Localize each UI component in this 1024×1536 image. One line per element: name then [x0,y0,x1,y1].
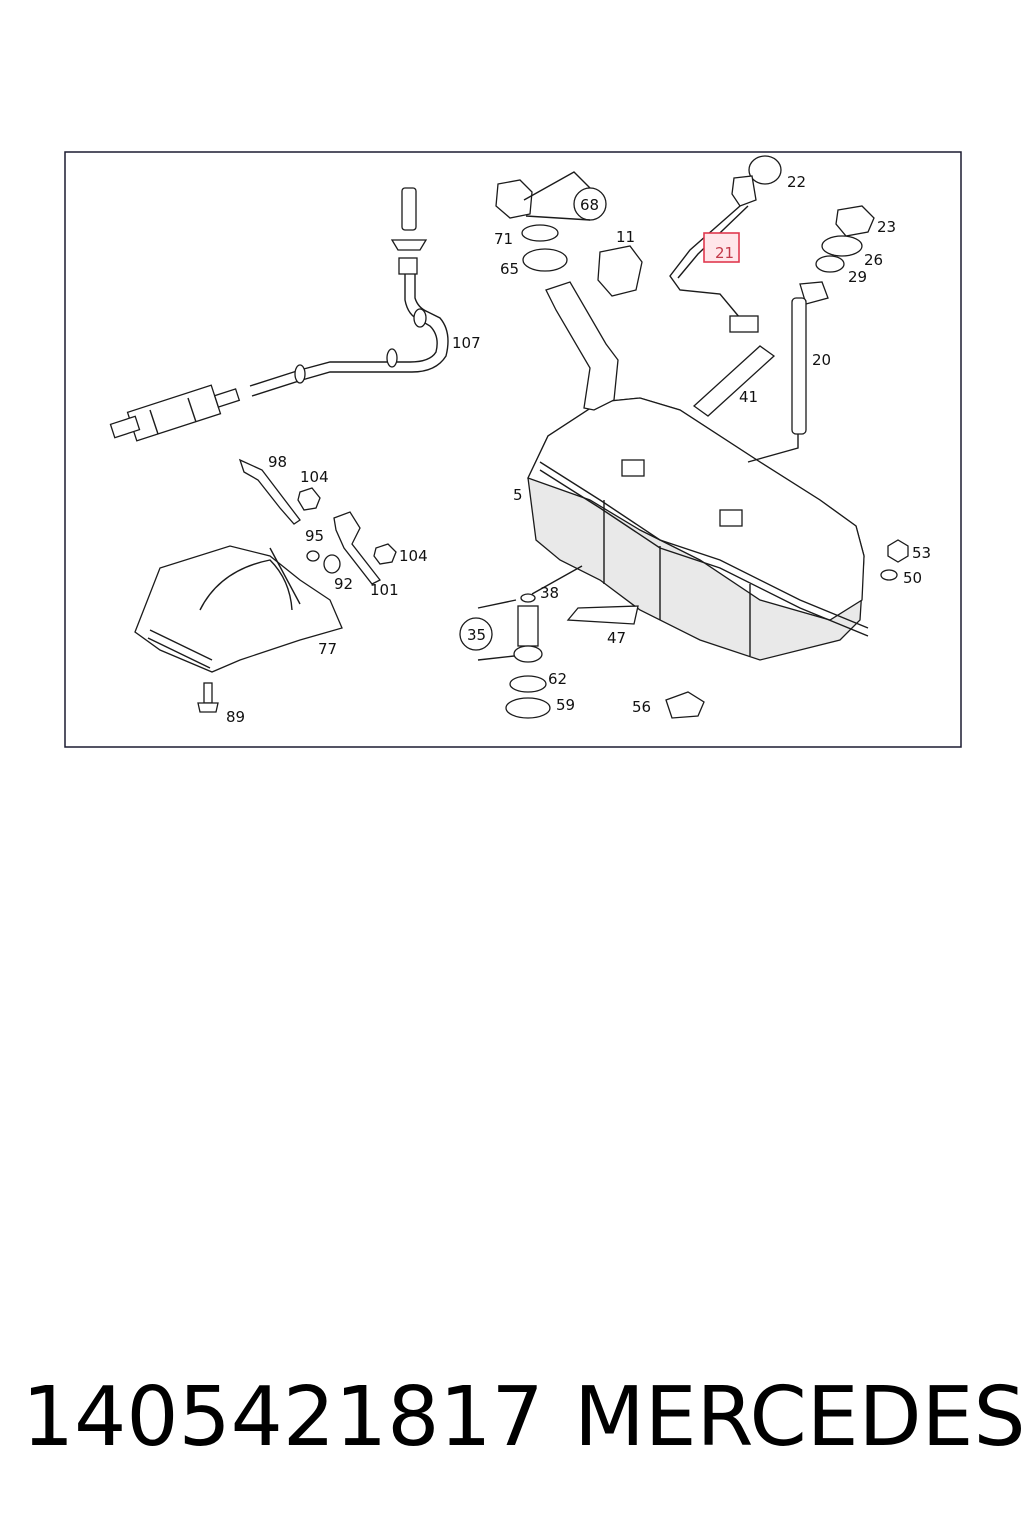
callout-21[interactable]: 21 [715,244,734,262]
callout-104-top: 104 [300,468,329,486]
filler-parts [495,171,643,297]
callout-23: 23 [877,218,896,236]
callout-20: 20 [812,351,831,369]
callout-107: 107 [452,334,481,352]
bracket-group [238,458,397,585]
brand-name: MERCEDES [574,1370,1024,1465]
callout-62: 62 [548,670,567,688]
callout-98: 98 [268,453,287,471]
pad-47 [566,605,639,625]
drain-parts [459,565,705,719]
heat-shield [134,545,343,673]
sender-unit-21 [669,155,782,333]
callout-50: 50 [903,569,922,587]
nut-parts [880,539,909,581]
callout-5: 5 [513,486,523,504]
fuel-line-assembly [109,187,449,442]
pump-parts [747,205,875,463]
callout-101: 101 [370,581,399,599]
callout-53: 53 [912,544,931,562]
callout-35: 35 [467,626,486,644]
callout-65: 65 [500,260,519,278]
part-number: 1405421817 [22,1370,544,1465]
callout-11: 11 [616,228,635,246]
fuel-tank [527,281,869,661]
callout-59: 59 [556,696,575,714]
callout-22: 22 [787,173,806,191]
callout-26: 26 [864,251,883,269]
callout-56: 56 [632,698,651,716]
callout-77: 77 [318,640,337,658]
pad-41 [692,345,776,417]
callout-29: 29 [848,268,867,286]
footer: 1405421817 MERCEDES [22,1368,1024,1468]
callout-41: 41 [739,388,758,406]
callout-47: 47 [607,629,626,647]
callout-89: 89 [226,708,245,726]
callout-95: 95 [305,527,324,545]
callout-104-right: 104 [399,547,428,565]
callout-38: 38 [540,584,559,602]
callout-68: 68 [580,196,599,214]
bolt-89 [197,682,219,713]
highlight-box[interactable] [703,232,740,263]
callout-92: 92 [334,575,353,593]
callout-71: 71 [494,230,513,248]
